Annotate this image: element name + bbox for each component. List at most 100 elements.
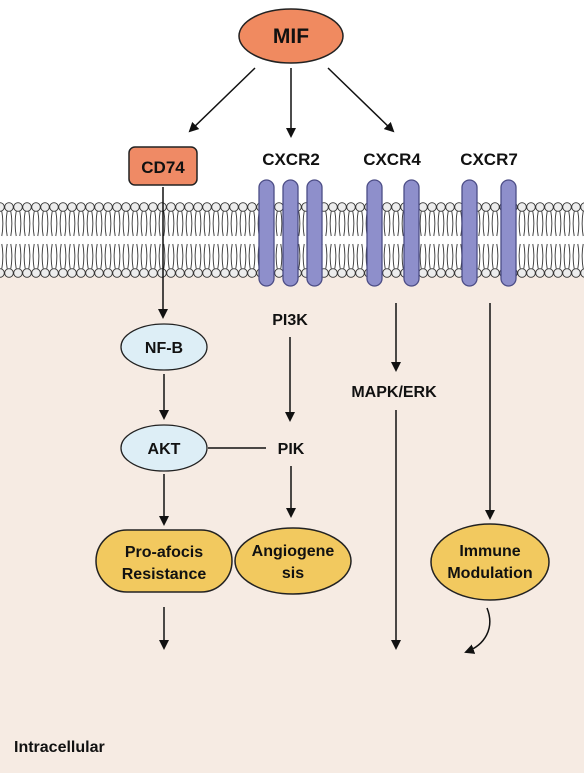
lipid-tail <box>149 243 152 269</box>
lipid-tail <box>275 211 278 237</box>
cxcr4-helix-2 <box>403 179 420 287</box>
lipid-head <box>130 202 140 212</box>
lipid-tail <box>554 211 557 237</box>
lipid-tail <box>82 211 85 237</box>
lipid-tail <box>388 211 391 237</box>
lipid-tail <box>568 243 571 269</box>
lipid-tail <box>298 211 301 237</box>
lipid-tail <box>46 243 49 269</box>
lipid-tail <box>491 243 494 269</box>
lipid-head <box>22 202 32 212</box>
lipid-tail <box>176 243 179 269</box>
lipid-head <box>517 202 527 212</box>
lipid-tail <box>235 211 238 237</box>
arrow-immune-out <box>464 607 491 654</box>
lipid-tail <box>518 243 521 269</box>
lipid-head <box>481 268 491 278</box>
lipid-head <box>22 268 32 278</box>
cxcr7-helix-2 <box>500 179 517 287</box>
lipid-tail <box>41 243 44 269</box>
lipid-tail <box>226 243 229 269</box>
lipid-tail <box>523 243 526 269</box>
lipid-head <box>4 268 14 278</box>
lipid-head <box>346 202 356 212</box>
lipid-tail <box>298 243 301 269</box>
lipid-head <box>571 268 581 278</box>
lipid-tail <box>523 211 526 237</box>
lipid-tail <box>451 243 454 269</box>
cxcr2-helix-3 <box>306 179 323 287</box>
lipid-tail <box>577 243 580 269</box>
lipid-head <box>229 268 239 278</box>
lipid-tail <box>95 243 98 269</box>
lipid-tail <box>172 211 175 237</box>
lipid-tail <box>167 211 170 237</box>
lipid-tail <box>550 211 553 237</box>
lipid-tail <box>28 211 31 237</box>
lipid-tail <box>32 243 35 269</box>
lipid-head <box>184 202 194 212</box>
lipid-tail <box>302 243 305 269</box>
lipid-tail <box>172 243 175 269</box>
lipid-tail <box>221 243 224 269</box>
lipid-tail <box>118 243 121 269</box>
lipid-head <box>229 202 239 212</box>
lipid-tail <box>437 211 440 237</box>
lipid-head <box>238 268 248 278</box>
lipid-tail <box>86 243 89 269</box>
lipid-head <box>31 268 41 278</box>
lipid-tail <box>203 211 206 237</box>
lipid-head <box>328 268 338 278</box>
lipid-tail <box>59 243 62 269</box>
lipid-head <box>0 202 5 212</box>
proafocis-label-1: Pro-afocis <box>125 544 203 561</box>
lipid-head <box>40 268 50 278</box>
lipid-head <box>139 268 149 278</box>
lipid-tail <box>158 243 161 269</box>
lipid-tail <box>545 243 548 269</box>
lipid-tail <box>356 243 359 269</box>
lipid-tail <box>37 243 40 269</box>
lipid-tail <box>280 243 283 269</box>
lipid-head <box>328 202 338 212</box>
lipid-head <box>121 202 131 212</box>
compartment-label: Intracellular <box>14 739 105 756</box>
lipid-tail <box>181 211 184 237</box>
lipid-tail <box>109 211 112 237</box>
angiogenesis-label-1: Angiogene <box>252 543 335 560</box>
lipid-tail <box>419 243 422 269</box>
lipid-tail <box>221 211 224 237</box>
lipid-head <box>94 268 104 278</box>
lipid-tail <box>325 211 328 237</box>
lipid-tail <box>496 211 499 237</box>
lipid-tail <box>167 243 170 269</box>
lipid-tail <box>86 211 89 237</box>
lipid-tail <box>329 243 332 269</box>
lipid-head <box>0 268 5 278</box>
lipid-head <box>238 202 248 212</box>
lipid-tail <box>496 243 499 269</box>
nfb-node <box>120 323 208 371</box>
lipid-head <box>580 202 584 212</box>
lipid-tail <box>532 243 535 269</box>
lipid-tail <box>545 211 548 237</box>
immune-node <box>430 523 550 601</box>
mif-label: MIF <box>273 25 309 48</box>
cxcr2-helix-2 <box>282 179 299 287</box>
lipid-head <box>49 202 59 212</box>
lipid-tail <box>343 211 346 237</box>
lipid-tail <box>5 243 8 269</box>
lipid-tail <box>559 243 562 269</box>
cd74-label: CD74 <box>141 158 185 177</box>
lipid-tail <box>482 243 485 269</box>
lipid-head <box>274 268 284 278</box>
lipid-tail <box>428 211 431 237</box>
lipid-head <box>112 202 122 212</box>
lipid-head <box>517 268 527 278</box>
lipid-head <box>76 202 86 212</box>
lipid-tail <box>91 243 94 269</box>
lipid-tail <box>392 243 395 269</box>
cxcr7-helix-1 <box>461 179 478 287</box>
lipid-tail <box>10 243 13 269</box>
lipid-tail <box>64 243 67 269</box>
